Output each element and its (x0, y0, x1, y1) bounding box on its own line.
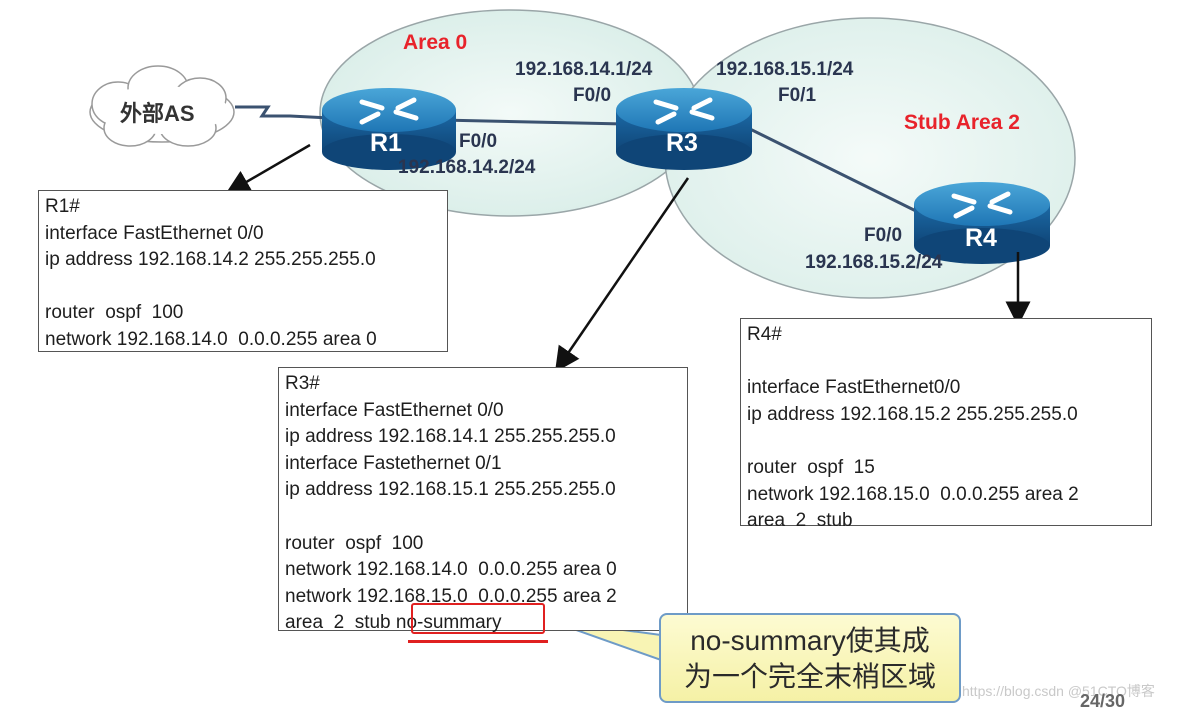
router-r4-label: R4 (965, 224, 997, 252)
watermark: https://blog.csdn @51CTO博客 (962, 683, 1155, 699)
config-line: ip address 192.168.14.1 255.255.255.0 (285, 426, 616, 448)
config-line-stub: area 2 stub no-summary (285, 610, 687, 637)
config-line: network 192.168.15.0 0.0.0.255 area 2 (747, 483, 1079, 505)
config-line (285, 504, 687, 531)
r1-f00-ip-label: 192.168.14.2/24 (398, 157, 536, 178)
config-line (45, 274, 447, 301)
router-r1-label: R1 (370, 129, 402, 157)
r4-config-box: R4# interface FastEthernet0/0 ip address… (740, 318, 1152, 531)
external-as-label: 外部AS (120, 101, 195, 126)
r3-f01-label: F0/1 (778, 85, 817, 106)
config-line: network 192.168.14.0 0.0.0.255 area 0 (285, 559, 617, 581)
stub-command-text: area 2 stub (285, 612, 396, 634)
router-r4-icon (914, 182, 1050, 264)
config-line: interface FastEthernet 0/0 (285, 399, 504, 421)
callout-line-1: no-summary使其成 (690, 625, 930, 656)
config-line: interface Fastethernet 0/1 (285, 452, 502, 474)
config-line: interface FastEthernet0/0 (747, 377, 961, 399)
r3-f00-ip-label: 192.168.14.1/24 (515, 59, 653, 80)
router-r3-icon (616, 88, 752, 170)
config-line: router ospf 15 (747, 456, 875, 478)
config-line: ip address 192.168.15.2 255.255.255.0 (747, 403, 1078, 425)
r4-f00-ip-label: 192.168.15.2/24 (805, 252, 943, 273)
config-line (747, 349, 1151, 376)
arrow-r3-config (554, 177, 690, 373)
no-summary-highlight-box (411, 603, 545, 634)
cloud-link-serial (235, 105, 331, 120)
no-summary-keyword: no-summary (395, 612, 502, 634)
config-line (747, 428, 1151, 455)
area0-label: Area 0 (403, 31, 468, 54)
link-r1-r3 (439, 118, 626, 126)
arrow-r1-config (225, 143, 311, 195)
r1-config-box: R1# interface FastEthernet 0/0 ip addres… (38, 190, 448, 352)
r3-f00-label: F0/0 (573, 85, 612, 106)
config-line: network 192.168.15.0 0.0.0.255 area 2 (285, 585, 617, 607)
config-line: area 2 stub (747, 510, 853, 532)
config-line: router ospf 100 (285, 532, 424, 554)
no-summary-callout: no-summary使其成 为一个完全末梢区域 (659, 613, 961, 703)
r4-f00-label: F0/0 (864, 225, 903, 246)
config-line: ip address 192.168.14.2 255.255.255.0 (45, 249, 376, 271)
r1-f00-label: F0/0 (459, 131, 498, 152)
config-line: R1# (45, 196, 80, 217)
config-line: R3# (285, 373, 320, 394)
r3-f01-ip-label: 192.168.15.1/24 (716, 59, 854, 80)
page-number: 24/30 (1080, 691, 1126, 711)
r3-config-box: R3# interface FastEthernet 0/0 ip addres… (278, 367, 688, 633)
config-line: R4# (747, 324, 782, 345)
no-summary-underline (408, 640, 548, 643)
stub-area2-label: Stub Area 2 (904, 111, 1020, 134)
link-r3-r4 (747, 126, 921, 215)
router-r1-icon (322, 88, 456, 170)
config-line: network 192.168.14.0 0.0.0.255 area 0 (45, 328, 377, 350)
callout-line-2: 为一个完全末梢区域 (683, 661, 936, 692)
config-line: ip address 192.168.15.1 255.255.255.0 (285, 479, 616, 501)
config-line: interface FastEthernet 0/0 (45, 222, 264, 244)
router-r3-label: R3 (666, 129, 698, 157)
config-line: router ospf 100 (45, 302, 184, 324)
